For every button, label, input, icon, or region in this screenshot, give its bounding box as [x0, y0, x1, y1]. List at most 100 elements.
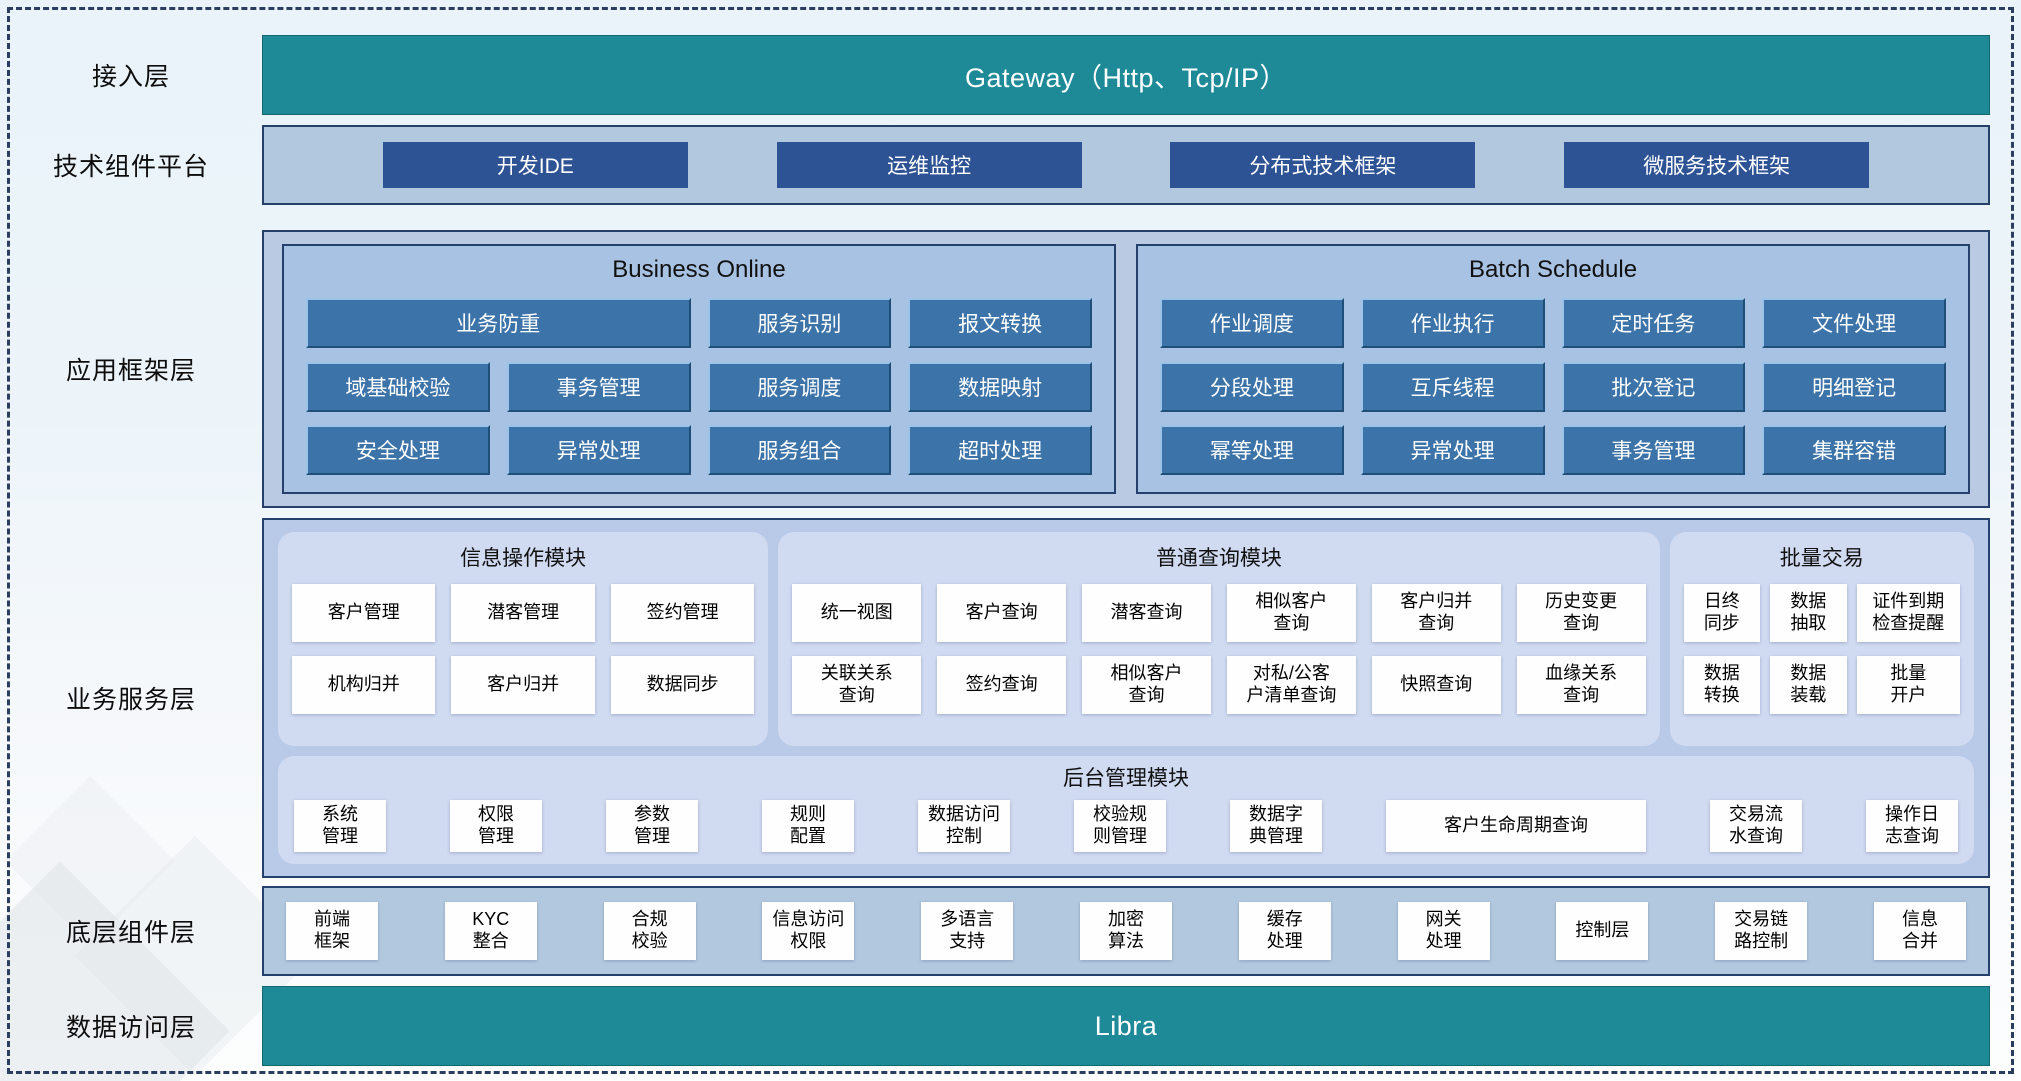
layer-label-base-components: 底层组件层	[65, 919, 196, 947]
service-block: 系统 管理	[294, 800, 386, 852]
service-block: 日终 同步	[1683, 584, 1761, 642]
batch-schedule-panel: Batch Schedule 作业调度作业执行定时任务文件处理分段处理互斥线程批…	[1136, 244, 1970, 494]
service-block: 数据访问 控制	[918, 800, 1010, 852]
component-block: 多语言 支持	[921, 902, 1014, 960]
layer-label-app-framework: 应用框架层	[65, 357, 196, 385]
service-block: 签约管理	[610, 584, 755, 642]
business-online-grid: 业务防重服务识别报文转换域基础校验事务管理服务调度数据映射安全处理异常处理服务组…	[306, 298, 1092, 476]
service-block: 客户管理	[292, 584, 436, 642]
service-block: 快照查询	[1371, 656, 1501, 714]
framework-capability-block: 作业执行	[1360, 298, 1545, 348]
batch-transaction-module: 批量交易 日终 同步数据 抽取证件到期 检查提醒数据 转换数据 装载批量 开户	[1669, 532, 1974, 746]
backend-admin-row: 系统 管理权限 管理参数 管理规则 配置数据访问 控制校验规 则管理数据字 典管…	[294, 800, 1958, 852]
info-operations-module: 信息操作模块 客户管理潜客管理签约管理机构归并客户归并数据同步	[278, 532, 769, 746]
service-block: 相似客户 查询	[1082, 656, 1211, 714]
section-data-access: 数据访问层 Libra	[0, 986, 1990, 1066]
framework-capability-block: 事务管理	[1561, 425, 1746, 476]
business-services-top-row: 信息操作模块 客户管理潜客管理签约管理机构归并客户归并数据同步 普通查询模块 统…	[278, 532, 1974, 746]
component-block: 网关 处理	[1397, 902, 1490, 960]
service-block: 操作日 志查询	[1866, 800, 1958, 852]
section-business-services: 业务服务层 信息操作模块 客户管理潜客管理签约管理机构归并客户归并数据同步 普通…	[0, 518, 1990, 878]
batch-schedule-title: Batch Schedule	[1468, 256, 1638, 283]
component-block: 控制层	[1556, 902, 1649, 960]
component-block: 合规 校验	[603, 902, 696, 960]
framework-capability-block: 异常处理	[506, 425, 691, 476]
service-block: 客户生命周期查询	[1386, 800, 1646, 852]
framework-capability-block: 明细登记	[1762, 361, 1946, 412]
service-block: 数据同步	[610, 656, 755, 714]
backend-admin-module: 后台管理模块 系统 管理权限 管理参数 管理规则 配置数据访问 控制校验规 则管…	[278, 756, 1974, 864]
service-block: 参数 管理	[606, 800, 698, 852]
framework-capability-block: 集群容错	[1762, 425, 1946, 476]
framework-capability-block: 分段处理	[1160, 361, 1344, 412]
app-framework-container: Business Online 业务防重服务识别报文转换域基础校验事务管理服务调…	[262, 230, 1990, 508]
service-block: 相似客户 查询	[1226, 584, 1356, 642]
service-block: 潜客查询	[1082, 584, 1211, 642]
framework-capability-block: 报文转换	[908, 298, 1092, 348]
general-query-module: 普通查询模块 统一视图客户查询潜客查询相似客户 查询客户归并 查询历史变更 查询…	[778, 532, 1660, 746]
framework-capability-block: 业务防重	[306, 298, 691, 348]
service-block: 对私/公客 户清单查询	[1226, 656, 1356, 714]
batch-transaction-title: 批量交易	[1779, 547, 1864, 570]
backend-admin-title: 后台管理模块	[1063, 767, 1189, 790]
service-block: 校验规 则管理	[1074, 800, 1166, 852]
framework-capability-block: 数据映射	[908, 361, 1092, 412]
service-block: 历史变更 查询	[1516, 584, 1646, 642]
service-block: 机构归并	[292, 656, 436, 714]
layer-label-data-access: 数据访问层	[65, 1014, 196, 1042]
service-block: 批量 开户	[1856, 656, 1960, 714]
component-block: 前端 框架	[286, 902, 378, 960]
framework-capability-block: 互斥线程	[1360, 361, 1545, 412]
framework-capability-block: 幂等处理	[1160, 425, 1344, 476]
component-block: 信息访问 权限	[762, 902, 855, 960]
service-block: 潜客管理	[451, 584, 595, 642]
libra-bar: Libra	[262, 986, 1990, 1066]
framework-capability-block: 定时任务	[1561, 298, 1746, 348]
general-query-title: 普通查询模块	[1155, 547, 1282, 570]
framework-capability-block: 服务调度	[707, 361, 892, 412]
service-block: 数据 抽取	[1770, 584, 1847, 642]
framework-capability-block: 域基础校验	[306, 361, 490, 412]
framework-capability-block: 安全处理	[306, 425, 490, 476]
business-online-panel: Business Online 业务防重服务识别报文转换域基础校验事务管理服务调…	[282, 244, 1116, 494]
business-services-container: 信息操作模块 客户管理潜客管理签约管理机构归并客户归并数据同步 普通查询模块 统…	[262, 518, 1990, 878]
general-query-grid: 统一视图客户查询潜客查询相似客户 查询客户归并 查询历史变更 查询关联关系 查询…	[792, 584, 1646, 714]
framework-capability-block: 批次登记	[1561, 361, 1746, 412]
tech-platform-block: 分布式技术框架	[1170, 142, 1476, 188]
service-block: 血缘关系 查询	[1516, 656, 1646, 714]
service-block: 签约查询	[937, 656, 1067, 714]
layer-label-business-services: 业务服务层	[65, 686, 196, 714]
batch-schedule-grid: 作业调度作业执行定时任务文件处理分段处理互斥线程批次登记明细登记幂等处理异常处理…	[1160, 298, 1946, 476]
service-block: 数据 装载	[1770, 656, 1847, 714]
section-access-layer: 接入层 Gateway（Http、Tcp/IP）	[0, 35, 1990, 115]
service-block: 关联关系 查询	[792, 656, 922, 714]
service-block: 证件到期 检查提醒	[1856, 584, 1960, 642]
component-block: 信息 合并	[1873, 902, 1966, 960]
framework-capability-block: 服务识别	[707, 298, 892, 348]
batch-transaction-grid: 日终 同步数据 抽取证件到期 检查提醒数据 转换数据 装载批量 开户	[1683, 584, 1960, 714]
service-block: 规则 配置	[762, 800, 854, 852]
service-block: 统一视图	[792, 584, 922, 642]
service-block: 交易流 水查询	[1710, 800, 1802, 852]
service-block: 数据字 典管理	[1230, 800, 1322, 852]
component-block: 交易链 路控制	[1715, 902, 1808, 960]
gateway-bar: Gateway（Http、Tcp/IP）	[262, 35, 1990, 115]
layer-label-access: 接入层	[91, 63, 170, 91]
layer-label-tech-platform: 技术组件平台	[52, 153, 209, 181]
service-block: 客户归并	[451, 656, 595, 714]
tech-platform-block: 开发IDE	[382, 142, 688, 188]
component-block: 缓存 处理	[1238, 902, 1331, 960]
framework-capability-block: 事务管理	[506, 361, 691, 412]
framework-capability-block: 服务组合	[707, 425, 892, 476]
tech-platform-block: 运维监控	[776, 142, 1082, 188]
service-block: 数据 转换	[1683, 656, 1761, 714]
info-operations-title: 信息操作模块	[460, 547, 587, 570]
info-operations-grid: 客户管理潜客管理签约管理机构归并客户归并数据同步	[292, 584, 755, 714]
framework-capability-block: 超时处理	[908, 425, 1092, 476]
